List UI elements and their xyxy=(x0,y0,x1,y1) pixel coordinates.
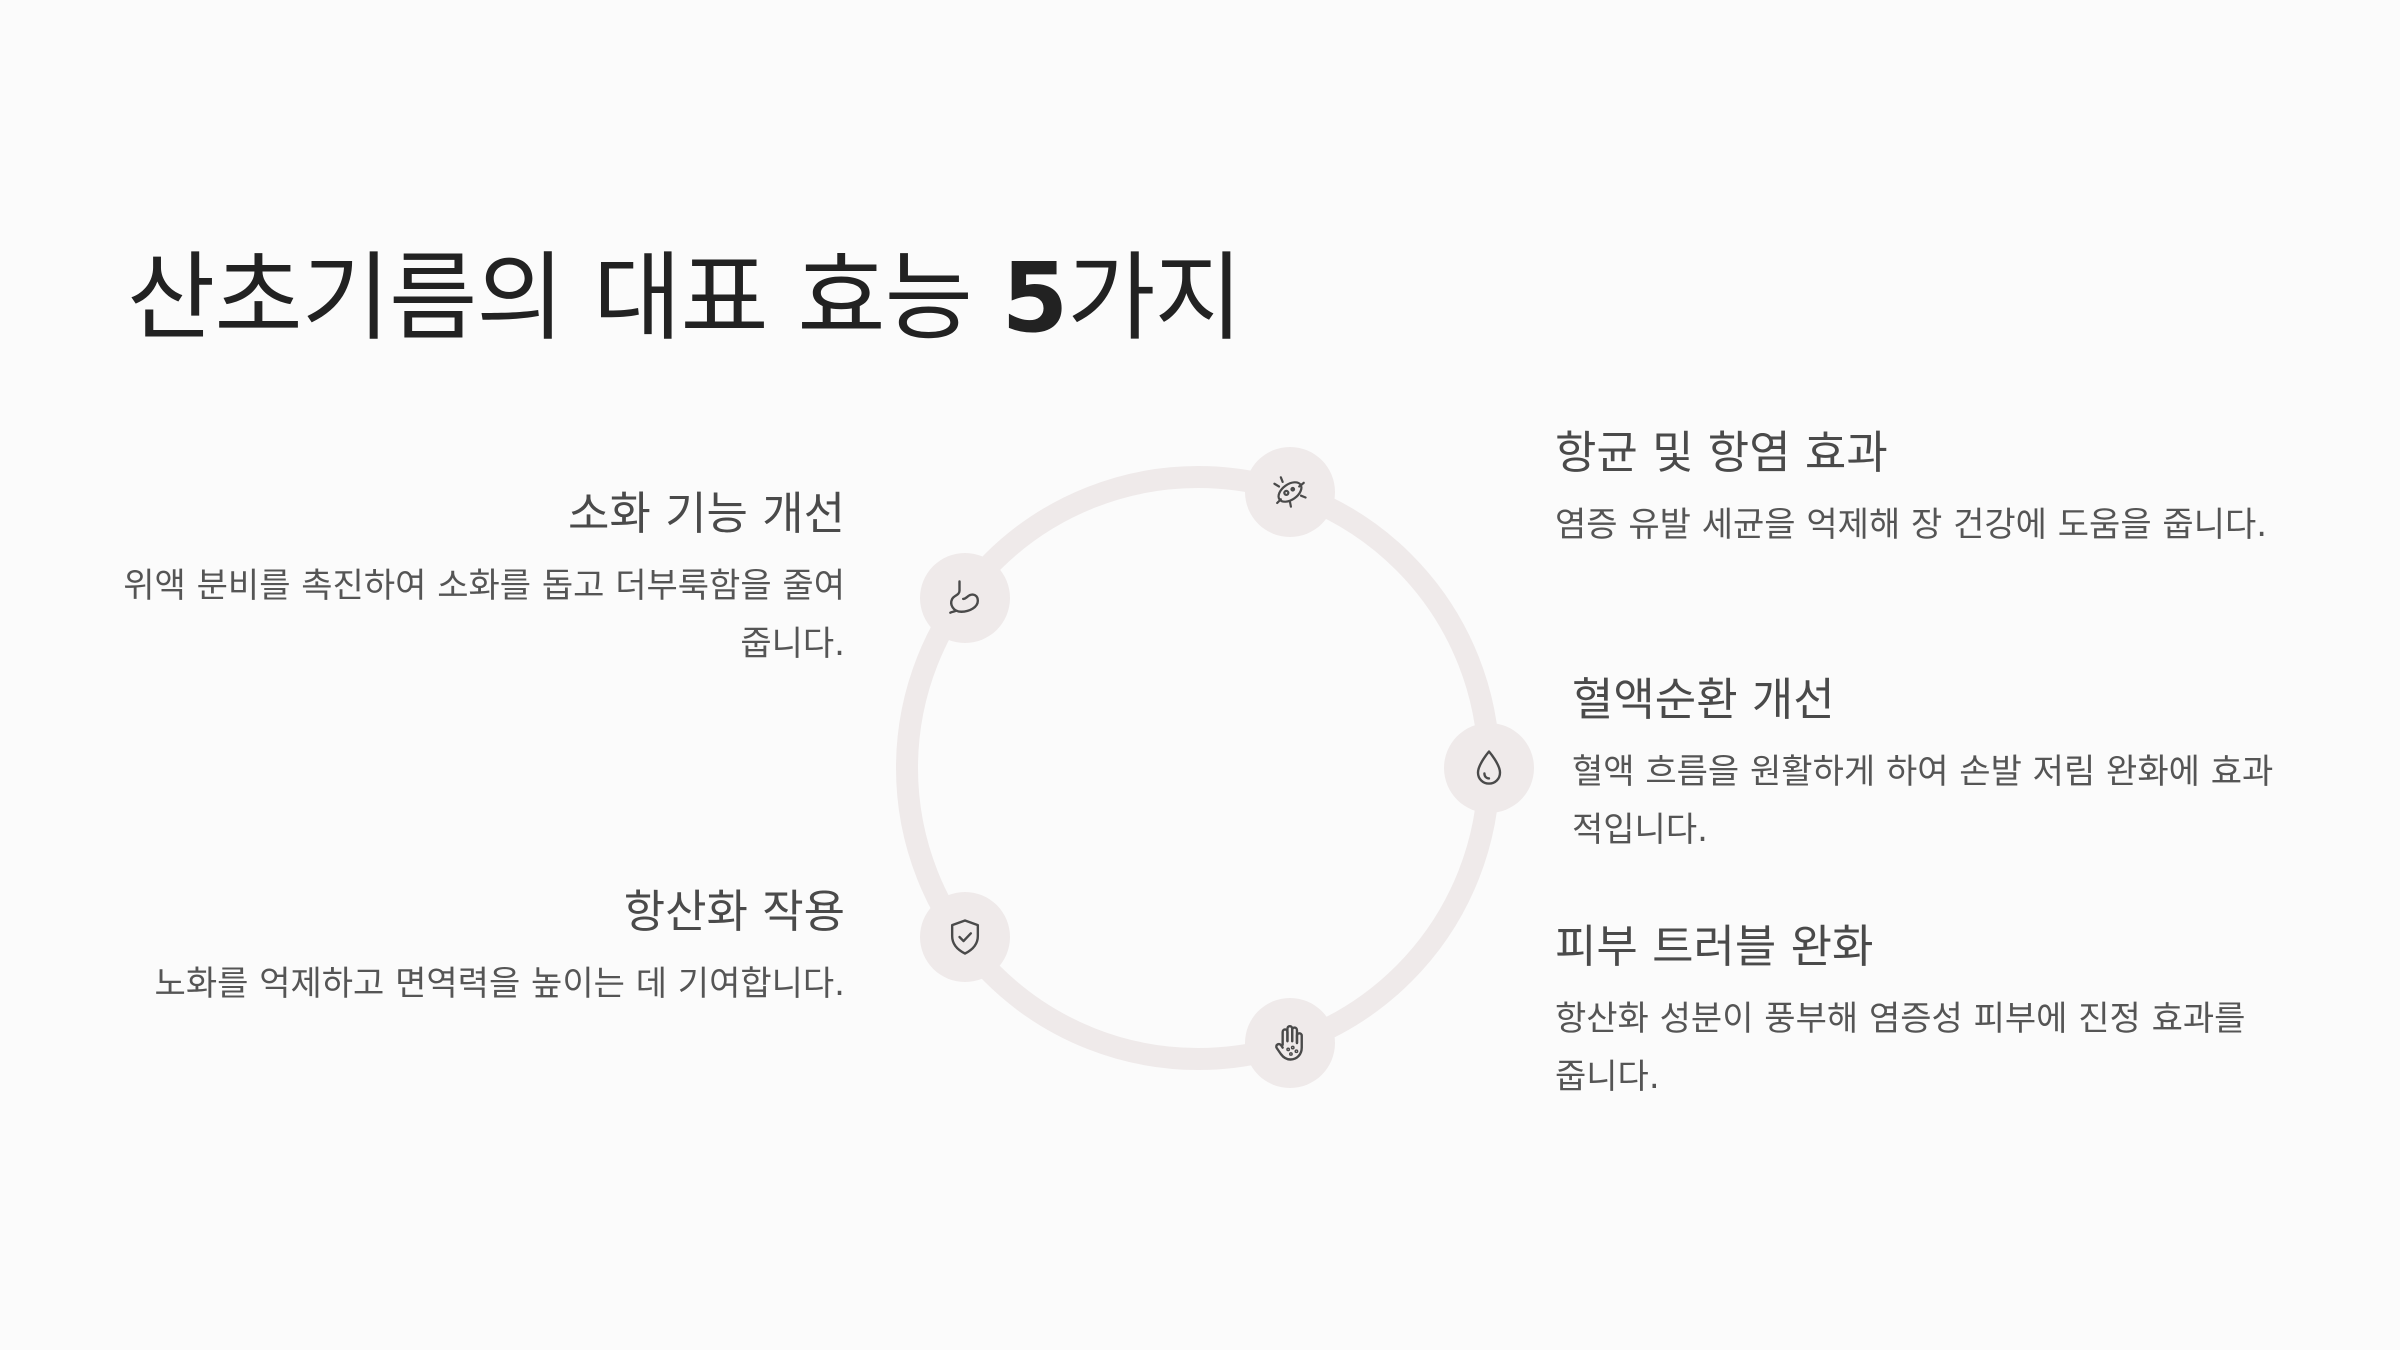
shield-check-icon-node xyxy=(920,892,1010,982)
benefit-circulation: 혈액순환 개선 혈액 흐름을 원활하게 하여 손발 저림 완화에 효과적입니다. xyxy=(1572,670,2292,859)
bacteria-icon xyxy=(1273,476,1307,508)
droplet-icon xyxy=(1476,750,1502,785)
bacteria-icon-node xyxy=(1245,447,1335,537)
droplet-icon-node xyxy=(1444,723,1534,813)
hand-icon xyxy=(1275,1024,1303,1061)
benefit-antibacterial: 항균 및 항염 효과 염증 유발 세균을 억제해 장 건강에 도움을 줍니다. xyxy=(1555,423,2275,554)
benefit-antibacterial-heading: 항균 및 항염 효과 xyxy=(1555,426,1888,479)
benefit-antioxidant-heading: 항산화 작용 xyxy=(623,885,845,938)
benefit-antibacterial-body: 염증 유발 세균을 억제해 장 건강에 도움을 줍니다. xyxy=(1555,505,2268,545)
benefit-skin-body: 항산화 성분이 풍부해 염증성 피부에 진정 효과를 줍니다. xyxy=(1555,999,2246,1097)
benefit-skin-heading: 피부 트러블 완화 xyxy=(1555,920,1874,973)
title-number: 5 xyxy=(1001,242,1068,354)
title-prefix: 산초기름의 대표 효능 xyxy=(127,242,1002,354)
hand-icon-node xyxy=(1245,998,1335,1088)
benefit-antioxidant: 항산화 작용 노화를 억제하고 면역력을 높이는 데 기여합니다. xyxy=(105,882,845,1013)
benefit-digestion: 소화 기능 개선 위액 분비를 촉진하여 소화를 돕고 더부룩함을 줄여줍니다. xyxy=(105,484,845,673)
benefit-skin: 피부 트러블 완화 항산화 성분이 풍부해 염증성 피부에 진정 효과를 줍니다… xyxy=(1555,917,2275,1106)
benefit-circulation-heading: 혈액순환 개선 xyxy=(1572,673,1835,726)
benefit-digestion-body: 위액 분비를 촉진하여 소화를 돕고 더부룩함을 줄여줍니다. xyxy=(123,566,845,664)
page-title: 산초기름의 대표 효능 5가지 xyxy=(127,238,1243,358)
title-suffix: 가지 xyxy=(1067,242,1243,354)
shield-check-icon xyxy=(950,919,980,955)
stomach-icon xyxy=(949,580,980,614)
benefit-circulation-body: 혈액 흐름을 원활하게 하여 손발 저림 완화에 효과적입니다. xyxy=(1572,752,2274,850)
stomach-icon-node xyxy=(920,553,1010,643)
benefit-digestion-heading: 소화 기능 개선 xyxy=(567,487,845,540)
benefit-antioxidant-body: 노화를 억제하고 면역력을 높이는 데 기여합니다. xyxy=(154,964,845,1004)
